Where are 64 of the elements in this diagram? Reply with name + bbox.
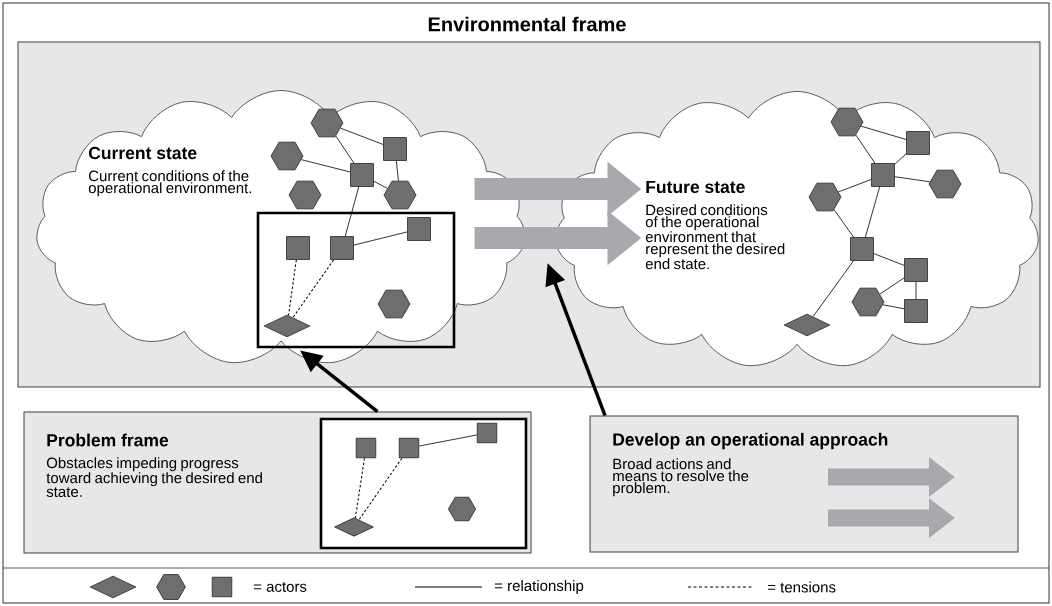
- heading: Current state: [88, 146, 197, 160]
- relationship-line: [373, 180, 388, 189]
- description: Current conditions of the operational environment.: [88, 170, 252, 197]
- hexagon-actor: [288, 180, 322, 210]
- square-actor: [906, 131, 930, 155]
- relationship-line: [833, 209, 854, 238]
- square-actor: [330, 236, 354, 260]
- frame-title: Environmental frame: [428, 16, 626, 32]
- description: Desired conditions of the operational environment that represent the desired end state.: [645, 204, 785, 270]
- relationship-line: [300, 159, 351, 173]
- relationship-line: [873, 253, 905, 266]
- relationship-line: [395, 160, 399, 182]
- hexagon-actor: [310, 108, 344, 138]
- tension-line: [358, 457, 403, 521]
- diamond-actor: [334, 517, 374, 537]
- square-actor: [904, 299, 928, 323]
- description: Broad actions and means to resolve the problem.: [613, 458, 749, 497]
- hexagon-actor: [448, 496, 476, 522]
- hexagon-actor: [808, 182, 842, 212]
- frame-box: [319, 417, 528, 550]
- hexagon-actor: [830, 107, 864, 137]
- relationship-line: [879, 277, 905, 295]
- relationship-line: [344, 186, 360, 237]
- square-actor: [871, 163, 895, 187]
- relationship-line: [894, 153, 907, 165]
- hexagon-actor: [851, 287, 885, 317]
- heading: Future state: [646, 180, 745, 194]
- relationship-line: [915, 281, 917, 300]
- square-actor: [476, 422, 498, 444]
- legend-label: = actors: [253, 582, 307, 592]
- square-actor: [398, 437, 420, 459]
- relationship-line: [418, 434, 478, 447]
- hexagon-actor: [383, 180, 417, 210]
- tension-line: [292, 259, 335, 318]
- relationship-line: [353, 231, 408, 246]
- relationship-line: [340, 127, 384, 145]
- hexagon-actor: [377, 289, 411, 319]
- relationship-line: [865, 186, 881, 238]
- relationship-line: [812, 260, 854, 317]
- square-actor: [350, 163, 374, 187]
- heading: Problem frame: [47, 433, 169, 447]
- relationship-line: [860, 125, 907, 140]
- diamond-actor: [783, 313, 831, 337]
- square-actor: [850, 237, 874, 261]
- relationship-line: [855, 134, 876, 164]
- square-actor: [407, 217, 431, 241]
- square-actor: [383, 137, 407, 161]
- tension-line: [354, 457, 365, 519]
- hexagon-actor: [270, 141, 304, 171]
- hexagon-actor: [928, 169, 962, 199]
- square-actor: [904, 258, 928, 282]
- heading: Develop an operational approach: [613, 432, 888, 450]
- legend-label: = tensions: [767, 581, 836, 593]
- square-actor: [286, 236, 310, 260]
- tension-line: [288, 259, 297, 316]
- frame-box: [256, 211, 456, 349]
- diamond-actor: [263, 314, 311, 338]
- legend-label: = relationship: [494, 580, 584, 594]
- relationship-line: [838, 179, 872, 193]
- relationship-line: [335, 135, 355, 164]
- description: Obstacles impeding progress toward achieving the desired end state.: [46, 457, 262, 497]
- relationship-line: [894, 176, 931, 183]
- relationship-line: [882, 304, 905, 310]
- square-actor: [355, 437, 377, 459]
